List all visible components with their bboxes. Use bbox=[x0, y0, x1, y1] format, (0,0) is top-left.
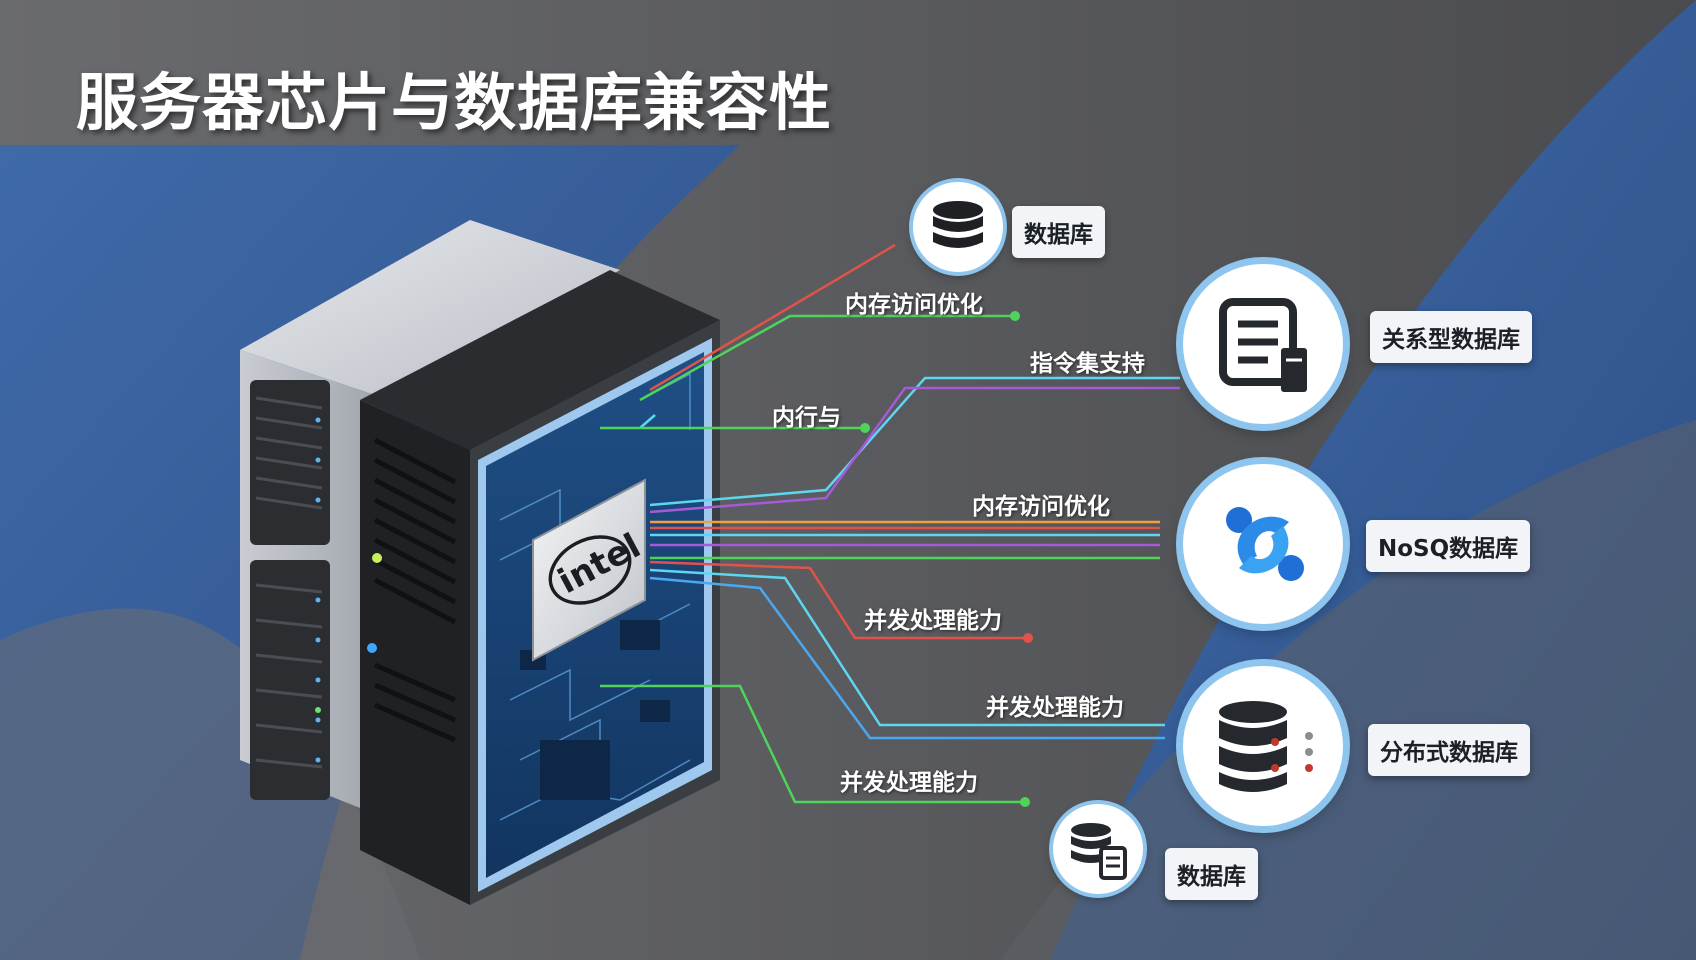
database-document-icon bbox=[1053, 804, 1143, 894]
intel-chip bbox=[532, 478, 646, 662]
label-memory-access-2: 内存访问优化 bbox=[972, 494, 1110, 520]
db-label-relational: 关系型数据库 bbox=[1370, 311, 1532, 363]
page-title: 服务器芯片与数据库兼容性 bbox=[76, 66, 833, 139]
nosql-logo-icon bbox=[1183, 464, 1343, 624]
db-label-nosql: NoSQ数据库 bbox=[1366, 520, 1531, 572]
db-label-bottom: 数据库 bbox=[1165, 848, 1258, 900]
database-stack-icon bbox=[913, 182, 1003, 272]
db-label-top: 数据库 bbox=[1012, 206, 1105, 258]
connection-endpoints bbox=[860, 311, 1033, 807]
label-partial: 内行与 bbox=[772, 405, 841, 431]
label-concurrency-2: 并发处理能力 bbox=[986, 695, 1124, 721]
label-concurrency-3: 并发处理能力 bbox=[840, 770, 978, 796]
label-concurrency-1: 并发处理能力 bbox=[864, 608, 1002, 634]
connection-lines bbox=[600, 243, 1180, 804]
db-label-distributed: 分布式数据库 bbox=[1368, 724, 1530, 776]
distributed-db-icon bbox=[1183, 666, 1343, 826]
document-server-icon bbox=[1183, 264, 1343, 424]
label-memory-access-1: 内存访问优化 bbox=[845, 292, 983, 318]
label-instruction-set: 指令集支持 bbox=[1030, 351, 1145, 377]
server-tower bbox=[240, 220, 720, 905]
